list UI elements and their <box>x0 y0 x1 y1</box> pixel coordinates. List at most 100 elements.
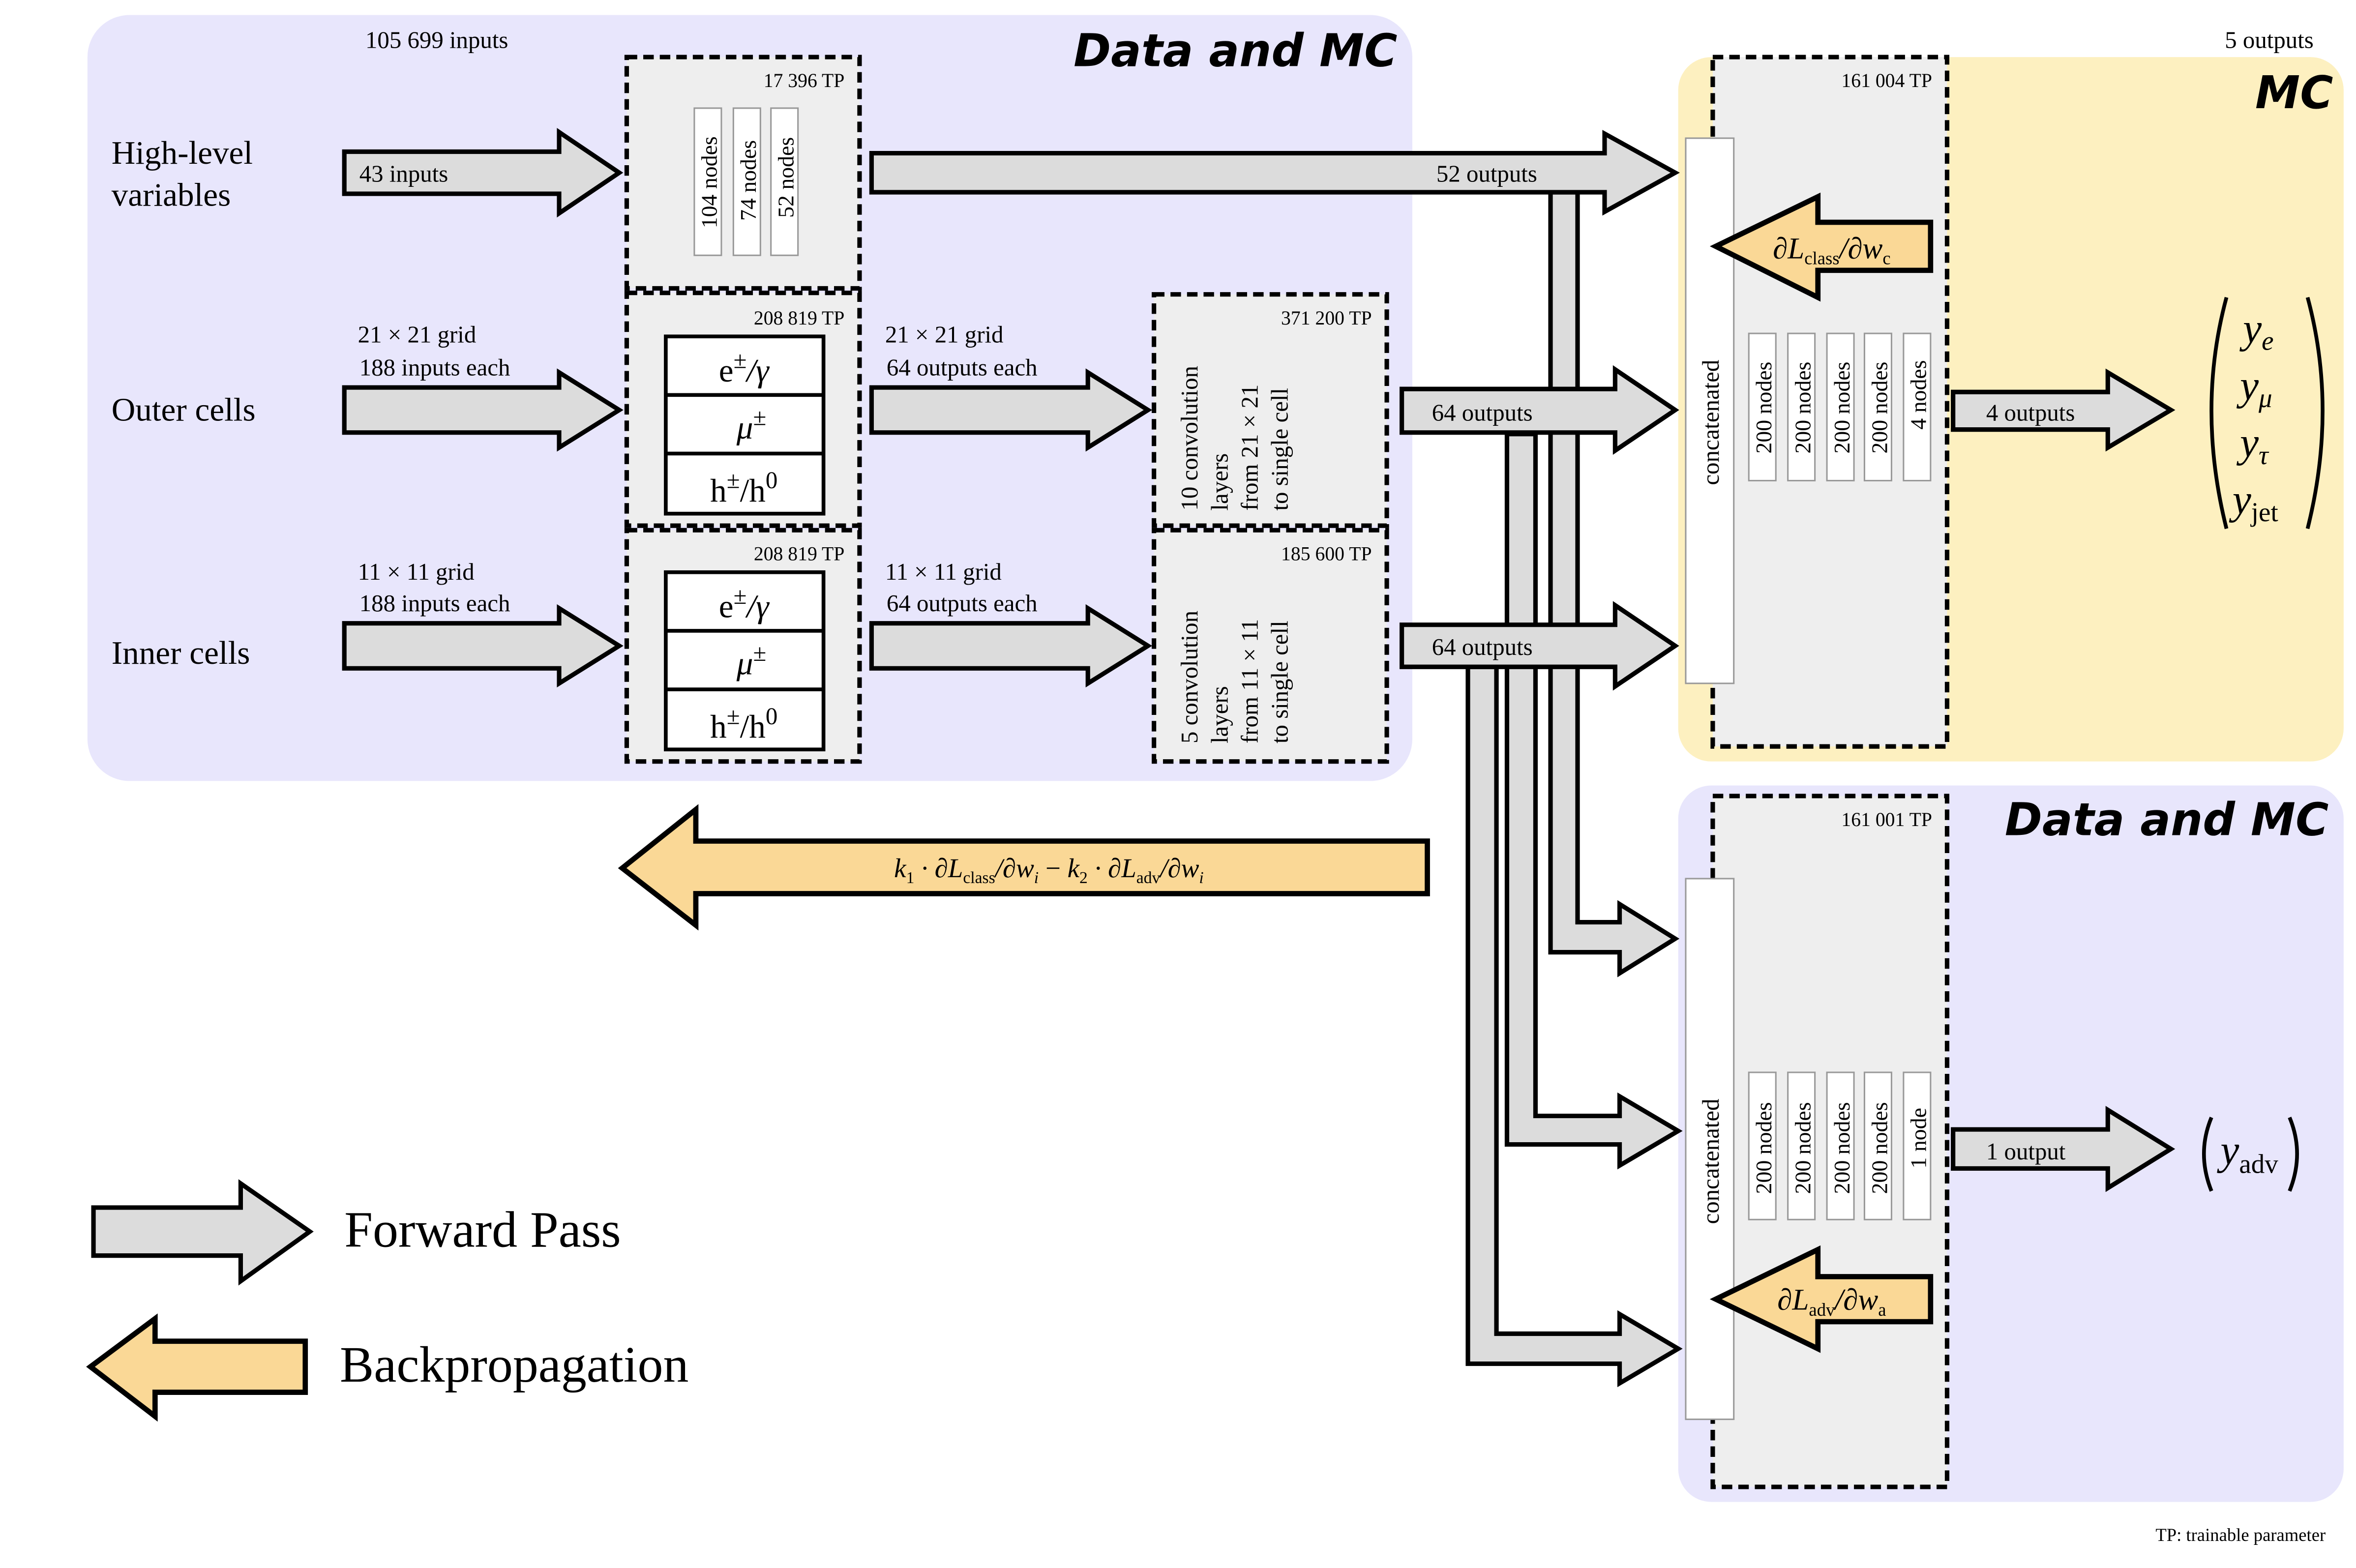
layer-box <box>1748 332 1777 481</box>
total-outputs: 5 outputs <box>2225 27 2314 54</box>
arrow-outer-to-conv <box>869 368 1153 452</box>
arrow-highlevel-output <box>869 130 1680 216</box>
layer-box <box>1787 1071 1816 1220</box>
arrow-label: 64 outputs <box>1432 633 1533 660</box>
inner-conv-tp: 185 600 TP <box>1281 543 1372 564</box>
right-parenthesis-icon <box>2305 296 2325 530</box>
branch-arrow-inner-to-adversary <box>1465 664 1683 1388</box>
inner-inputs-label: 188 inputs each <box>359 590 510 617</box>
embedding-electron: e±/γ <box>719 582 770 624</box>
embedding-hadron: h±/h0 <box>710 702 777 744</box>
layer-label: 200 nodes <box>1867 1102 1892 1194</box>
outer-conv-grid-label: 21 × 21 grid <box>885 321 1004 348</box>
highlevel-tp: 17 396 TP <box>764 70 845 91</box>
layer-box <box>1903 1071 1932 1220</box>
left-parenthesis-icon <box>2202 1117 2213 1192</box>
arrow-label: 64 outputs <box>1432 399 1533 426</box>
layer-box <box>1863 332 1892 481</box>
svg-text:to single cell: to single cell <box>1266 621 1293 743</box>
layer-label: 200 nodes <box>1751 1102 1776 1194</box>
left-parenthesis-icon <box>2209 296 2229 530</box>
embedding-muon: μ± <box>736 639 767 681</box>
classifier-concat-label: concatenated <box>1697 360 1724 485</box>
legend-forward-arrow <box>91 1179 314 1286</box>
classifier-tp: 161 004 TP <box>1841 70 1932 91</box>
classifier-gradient-label: ∂Lclass/∂wc <box>1773 232 1891 268</box>
legend-backprop-label: Backpropagation <box>340 1336 688 1393</box>
layer-box <box>1826 1071 1855 1220</box>
inner-embedding-table: e±/γ μ± h±/h0 <box>664 570 826 752</box>
arrow-inner-conv-output <box>1400 601 1679 691</box>
svg-text:to single cell: to single cell <box>1266 388 1293 511</box>
outer-conv-tp: 371 200 TP <box>1281 307 1372 329</box>
arrow-adversary-output <box>1951 1106 2176 1192</box>
branch-arrow-highlevel-to-adversary <box>1548 190 1680 977</box>
layer-box <box>1863 1071 1892 1220</box>
inner-conv-grid-label: 11 × 11 grid <box>885 558 1002 585</box>
arrow-highlevel-input <box>342 128 624 218</box>
panel-title-data-mc-2: Data and MC <box>2005 793 2328 846</box>
backprop-arrow <box>618 804 1430 931</box>
adversary-output-vector: yadv <box>2202 1117 2299 1192</box>
layer-label: 1 node <box>1906 1108 1931 1168</box>
svg-text:layers: layers <box>1206 686 1233 743</box>
outer-conv-outputs-label: 64 outputs each <box>887 354 1038 381</box>
adversary-concatenated-layer <box>1685 878 1735 1420</box>
embedding-electron: e±/γ <box>719 346 770 388</box>
highlevel-label: High-level <box>112 134 253 171</box>
legend-forward-label: Forward Pass <box>344 1201 621 1258</box>
layer-label: 4 nodes <box>1906 360 1931 429</box>
arrow-outer-conv-output <box>1400 365 1679 455</box>
layer-box <box>1826 332 1855 481</box>
svg-text:yjet: yjet <box>2229 477 2278 527</box>
highlevel-layers: 104 nodes 74 nodes 52 nodes <box>693 107 799 256</box>
svg-text:10 convolution: 10 convolution <box>1176 366 1203 511</box>
layer-label: 52 nodes <box>774 137 799 218</box>
adversary-gradient-label: ∂Ladv/∂wa <box>1777 1284 1886 1320</box>
svg-text:layers: layers <box>1206 453 1233 511</box>
inner-cells-label: Inner cells <box>112 634 250 671</box>
arrow-classifier-output <box>1951 368 2176 452</box>
svg-text:yτ: yτ <box>2236 420 2269 470</box>
layer-label: 200 nodes <box>1751 361 1776 453</box>
outer-inputs-label: 188 inputs each <box>359 354 510 381</box>
branch-arrow-outer-to-adversary <box>1504 432 1683 1170</box>
arrow-inner-input <box>342 604 624 688</box>
panel-title-mc: MC <box>2255 66 2333 119</box>
layer-box <box>732 107 761 256</box>
outer-conv-block <box>1152 292 1389 528</box>
inner-conv-block <box>1152 528 1389 764</box>
footnote: TP: trainable parameter <box>2155 1525 2326 1545</box>
inner-conv-description: 5 convolution layers from 11 × 11 to sin… <box>1176 611 1293 743</box>
panel-title-data-mc: Data and MC <box>1074 24 1397 77</box>
total-inputs: 105 699 inputs <box>365 27 508 54</box>
layer-box <box>1903 332 1932 481</box>
backprop-label: k1 · ∂Lclass/∂wi − k2 · ∂Ladv/∂wi <box>894 853 1204 887</box>
arrow-label: 52 outputs <box>1436 160 1537 187</box>
embedding-hadron: h±/h0 <box>710 467 777 509</box>
svg-text:yadv: yadv <box>2216 1127 2278 1179</box>
svg-text:ye: ye <box>2239 305 2273 355</box>
layer-label: 104 nodes <box>697 136 722 228</box>
arrow-label: 4 outputs <box>1986 399 2075 426</box>
arrow-outer-input <box>342 368 624 452</box>
outer-grid-label: 21 × 21 grid <box>358 321 477 348</box>
layer-label: 200 nodes <box>1867 361 1892 453</box>
layer-label: 200 nodes <box>1790 1102 1815 1194</box>
inner-embedding-tp: 208 819 TP <box>754 543 845 564</box>
layer-box <box>1748 1071 1777 1220</box>
arrow-label: 43 inputs <box>359 160 448 187</box>
layer-box <box>770 107 799 256</box>
svg-text:from 11 × 11: from 11 × 11 <box>1236 619 1263 743</box>
layer-box <box>1787 332 1816 481</box>
arrow-inner-to-conv <box>869 604 1153 688</box>
legend-backprop-arrow <box>86 1313 308 1422</box>
legend: Forward Pass Backpropagation <box>86 1179 688 1422</box>
classifier-layers: 200 nodes 200 nodes 200 nodes 200 nodes … <box>1748 332 1932 481</box>
outer-embedding-table: e±/γ μ± h±/h0 <box>664 334 826 516</box>
layer-label: 200 nodes <box>1790 361 1815 453</box>
svg-text:yμ: yμ <box>2236 363 2272 413</box>
adversary-layers: 200 nodes 200 nodes 200 nodes 200 nodes … <box>1748 1071 1932 1220</box>
adversary-tp: 161 001 TP <box>1841 809 1932 830</box>
